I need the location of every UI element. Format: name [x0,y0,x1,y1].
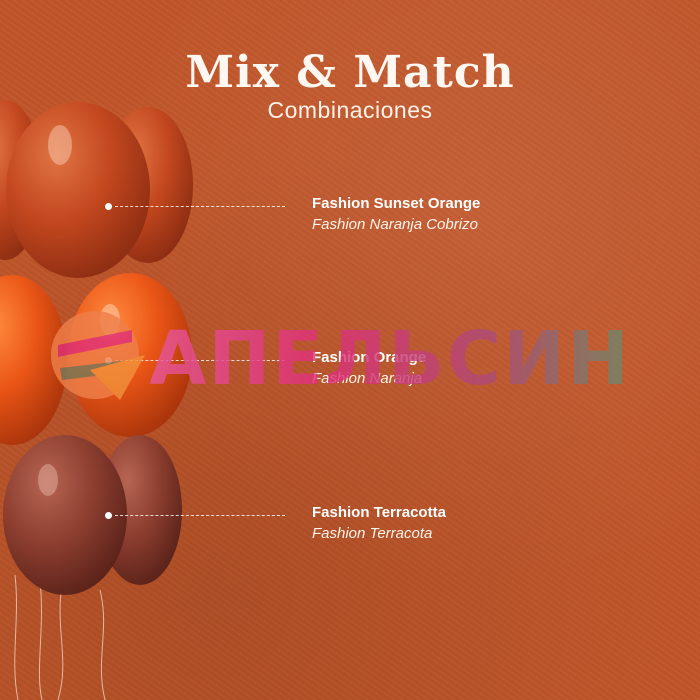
balloon-bouquet-image [0,100,193,700]
watermark-logo: АПЕЛЬСИН [51,311,631,402]
color-translation: Fashion Terracota [312,525,433,542]
color-translation: Fashion Naranja [312,370,423,387]
color-entry-sunset-orange: Fashion Sunset Orange Fashion Naranja Co… [105,194,545,244]
leader-dot [105,203,112,210]
leader-line [115,360,285,361]
watermark-text: АПЕЛЬСИН [149,316,631,402]
page-subtitle: Combinaciones [267,97,433,123]
page-title: Mix & Match [185,47,515,98]
leader-dot [105,512,112,519]
color-name: Fashion Orange [312,349,427,366]
color-translation: Fashion Naranja Cobrizo [312,216,478,233]
terracotta-balloons [3,435,182,595]
sunset-orange-balloons [0,100,193,278]
color-name: Fashion Sunset Orange [312,195,481,212]
color-entry-orange: Fashion Orange Fashion Naranja [105,348,545,398]
leader-line [115,206,285,207]
color-entry-terracotta: Fashion Terracotta Fashion Terracota [105,503,545,553]
leader-line [115,515,285,516]
color-name: Fashion Terracotta [312,504,446,521]
balloon-strings [14,574,106,700]
